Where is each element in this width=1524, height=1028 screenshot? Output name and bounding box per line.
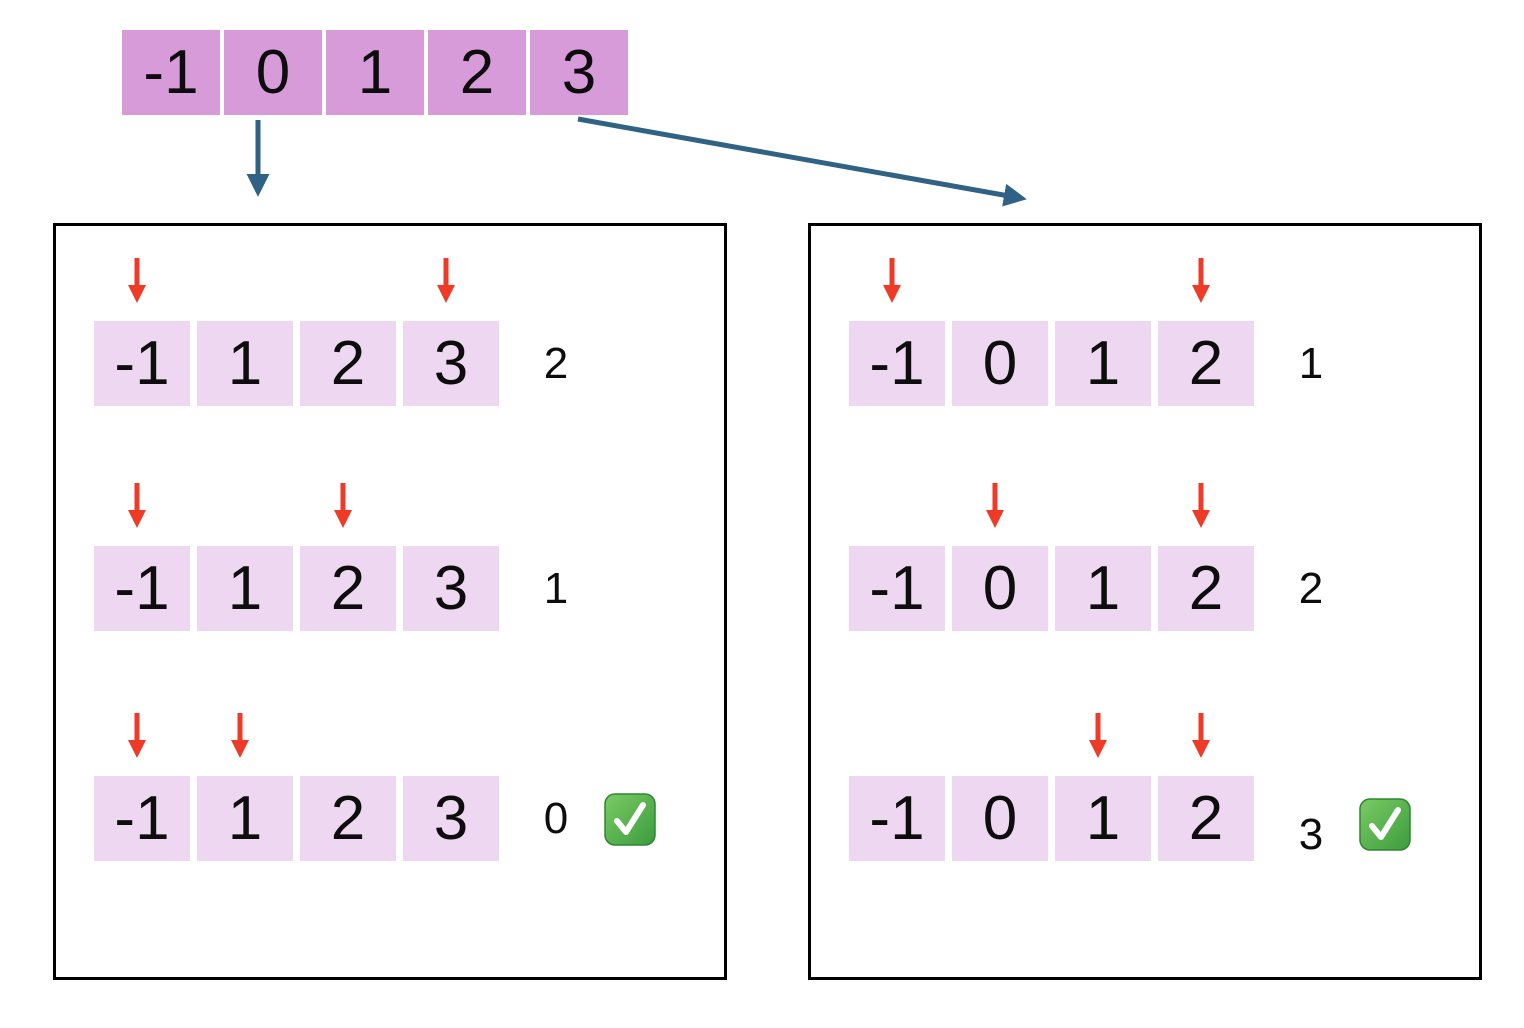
panel-left: -1 1 2 3 2 [53, 223, 727, 980]
array-cell: 0 [224, 30, 322, 115]
array-cell: 1 [1055, 776, 1151, 861]
row-array: -1 0 1 2 [849, 546, 1469, 631]
pointer-arrow-icon [1189, 711, 1213, 759]
array-cell: 2 [1158, 546, 1254, 631]
panel-right: -1 0 1 2 1 [808, 223, 1482, 980]
success-check-icon [604, 792, 656, 847]
pointer-arrow-icon [125, 711, 149, 759]
row-array: -1 1 2 3 [94, 321, 714, 406]
array-cell: 3 [403, 776, 499, 861]
array-cell: 2 [300, 546, 396, 631]
diagonal-arrow-connector [577, 116, 1027, 207]
array-cell: -1 [849, 321, 945, 406]
row-array: -1 0 1 2 [849, 776, 1469, 861]
pointer-arrow-icon [1189, 481, 1213, 529]
array-cell: 2 [428, 30, 526, 115]
pointer-arrow-icon [125, 256, 149, 304]
array-cell: -1 [94, 321, 190, 406]
row-array: -1 0 1 2 [849, 321, 1469, 406]
pointer-arrow-icon [434, 256, 458, 304]
array-cell: 3 [530, 30, 628, 115]
array-cell: 3 [403, 321, 499, 406]
two-pointer-row: -1 0 1 2 1 [849, 256, 1469, 406]
array-cell: -1 [849, 776, 945, 861]
array-cell: -1 [94, 776, 190, 861]
sum-label: 1 [1298, 338, 1324, 388]
array-cell: 2 [300, 321, 396, 406]
array-cell: 0 [952, 776, 1048, 861]
two-pointer-row: -1 0 1 2 2 [849, 481, 1469, 631]
sum-label: 3 [1298, 809, 1324, 859]
pointer-arrow-icon [228, 711, 252, 759]
two-pointer-row: -1 0 1 2 3 [849, 711, 1469, 861]
array-cell: 2 [1158, 321, 1254, 406]
sum-label: 2 [543, 338, 569, 388]
array-cell: 1 [1055, 321, 1151, 406]
pointer-strip [849, 711, 1469, 759]
pointer-strip [94, 711, 714, 759]
pointer-arrow-icon [880, 256, 904, 304]
two-pointer-row: -1 1 2 3 0 [94, 711, 714, 861]
array-cell: -1 [122, 30, 220, 115]
sum-label: 2 [1298, 563, 1324, 613]
array-cell: 0 [952, 546, 1048, 631]
two-pointer-row: -1 1 2 3 2 [94, 256, 714, 406]
array-cell: 2 [300, 776, 396, 861]
pointer-arrow-icon [1189, 256, 1213, 304]
sum-label: 0 [543, 793, 569, 843]
pointer-arrow-icon [1086, 711, 1110, 759]
pointer-strip [849, 481, 1469, 529]
array-cell: 2 [1158, 776, 1254, 861]
pointer-arrow-icon [125, 481, 149, 529]
array-cell: 3 [403, 546, 499, 631]
array-cell: 1 [326, 30, 424, 115]
array-cell: 1 [197, 321, 293, 406]
array-cell: 0 [952, 321, 1048, 406]
pointer-arrow-icon [331, 481, 355, 529]
row-array: -1 1 2 3 [94, 546, 714, 631]
array-cell: 1 [197, 546, 293, 631]
array-cell: -1 [849, 546, 945, 631]
array-cell: -1 [94, 546, 190, 631]
array-cell: 1 [197, 776, 293, 861]
sum-label: 1 [543, 563, 569, 613]
row-array: -1 1 2 3 [94, 776, 714, 861]
array-cell: 1 [1055, 546, 1151, 631]
success-check-icon [1359, 797, 1411, 852]
pointer-arrow-icon [983, 481, 1007, 529]
two-pointer-row: -1 1 2 3 1 [94, 481, 714, 631]
pointer-strip [94, 256, 714, 304]
pointer-strip [94, 481, 714, 529]
pointer-strip [849, 256, 1469, 304]
